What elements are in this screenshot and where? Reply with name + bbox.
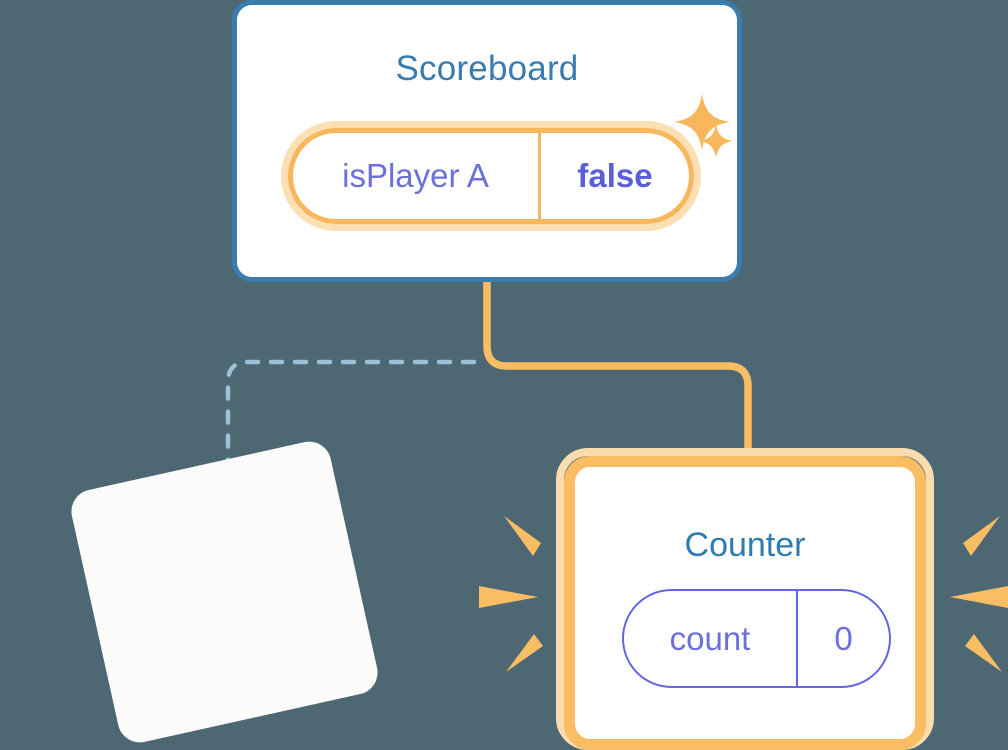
counter-state-divider — [796, 591, 798, 686]
burst-ray — [950, 586, 1008, 608]
counter-state-pill[interactable]: count 0 — [622, 589, 891, 688]
scoreboard-card[interactable]: Scoreboard isPlayer A false — [232, 0, 742, 282]
burst-ray — [965, 634, 1002, 672]
connector-scoreboard-to-blank-card — [225, 359, 477, 485]
counter-state-key: count — [669, 619, 751, 657]
sparkle-large-icon — [674, 94, 730, 150]
counter-title: Counter — [684, 526, 806, 564]
burst-ray — [963, 516, 1000, 556]
burst-ray — [479, 586, 538, 608]
scoreboard-state-key: isPlayer A — [342, 157, 489, 194]
connector-scoreboard-to-counter — [483, 282, 752, 462]
scoreboard-title: Scoreboard — [395, 49, 579, 88]
burst-ray — [504, 516, 541, 556]
scoreboard-state-pill-highlight — [281, 121, 701, 231]
counter-card[interactable]: Counter count 0 — [564, 456, 926, 750]
burst-ray — [506, 634, 543, 672]
scoreboard-state-pill[interactable]: isPlayer A false — [288, 128, 694, 224]
sparkle-small-icon — [699, 124, 733, 158]
counter-state-value: 0 — [834, 619, 853, 657]
scoreboard-state-value: false — [577, 157, 653, 194]
scoreboard-state-divider — [538, 133, 541, 219]
